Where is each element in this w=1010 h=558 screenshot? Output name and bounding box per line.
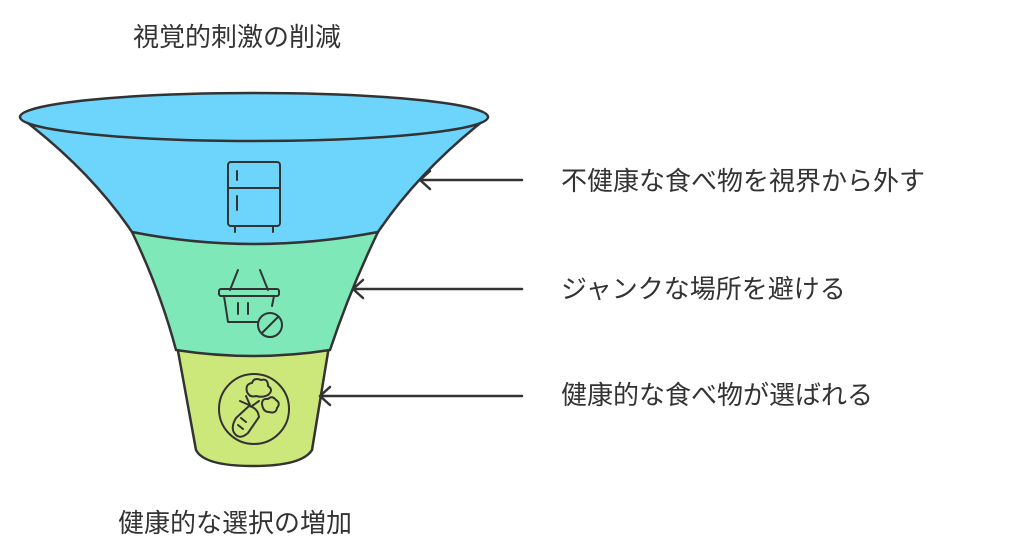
arrow-stage-2 bbox=[351, 278, 524, 300]
stage-1-label: 不健康な食べ物を視界から外す bbox=[561, 167, 926, 197]
funnel-bottom-label: 健康的な選択の増加 bbox=[118, 509, 353, 539]
refrigerator-icon bbox=[227, 161, 281, 233]
arrow-stage-3 bbox=[318, 385, 524, 407]
funnel-top-label: 視覚的刺激の削減 bbox=[133, 23, 342, 53]
stage-2-label: ジャンクな場所を避ける bbox=[561, 275, 846, 305]
no-shopping-basket-icon bbox=[218, 269, 283, 338]
funnel-rim bbox=[18, 91, 490, 143]
stage-3-label: 健康的な食べ物が選ばれる bbox=[561, 381, 874, 411]
funnel-stage-2 bbox=[130, 230, 380, 358]
arrow-stage-1 bbox=[418, 169, 524, 191]
funnel-stage-1 bbox=[18, 115, 490, 246]
funnel-stage-3 bbox=[174, 338, 332, 468]
vegetables-icon bbox=[218, 373, 290, 445]
